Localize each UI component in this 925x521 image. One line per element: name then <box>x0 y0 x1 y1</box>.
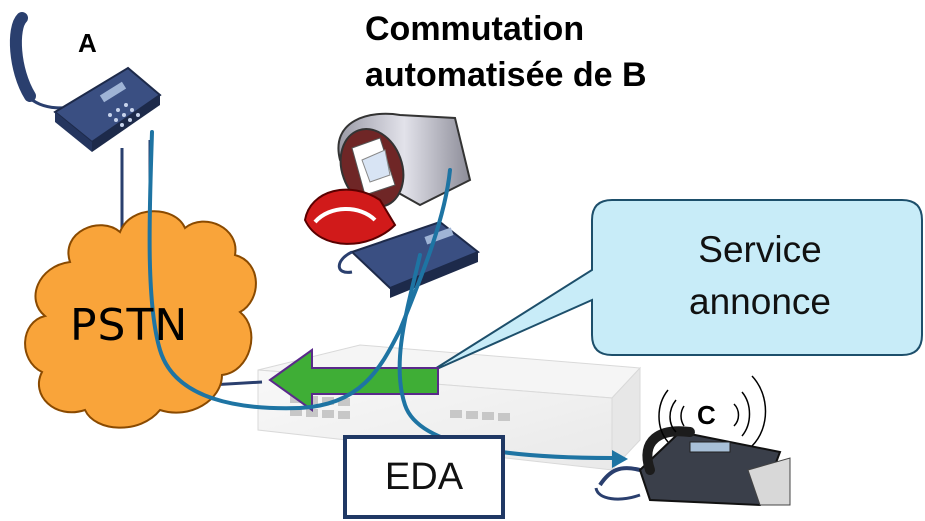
bubble-text: Service annonce <box>600 224 920 328</box>
pstn-cloud <box>24 210 257 429</box>
pstn-label: PSTN <box>70 300 189 351</box>
eda-box: EDA <box>343 435 505 519</box>
bubble-line-2: annonce <box>689 281 831 322</box>
service-annonce-bubble <box>429 199 923 373</box>
label-c: C <box>697 400 716 430</box>
mailbox-voicemail-icon <box>303 112 480 298</box>
route-arrowhead <box>612 450 628 468</box>
title-line-2: automatisée de B <box>365 56 647 94</box>
phone-c-icon <box>594 375 791 507</box>
diagram-title: Commutation automatisée de B <box>365 6 647 98</box>
call-route <box>147 130 614 460</box>
title-line-1: Commutation <box>365 10 585 48</box>
label-a: A <box>78 28 97 58</box>
bubble-line-1: Service <box>698 229 822 270</box>
eda-label: EDA <box>384 455 464 498</box>
phone-a-icon <box>9 12 162 152</box>
